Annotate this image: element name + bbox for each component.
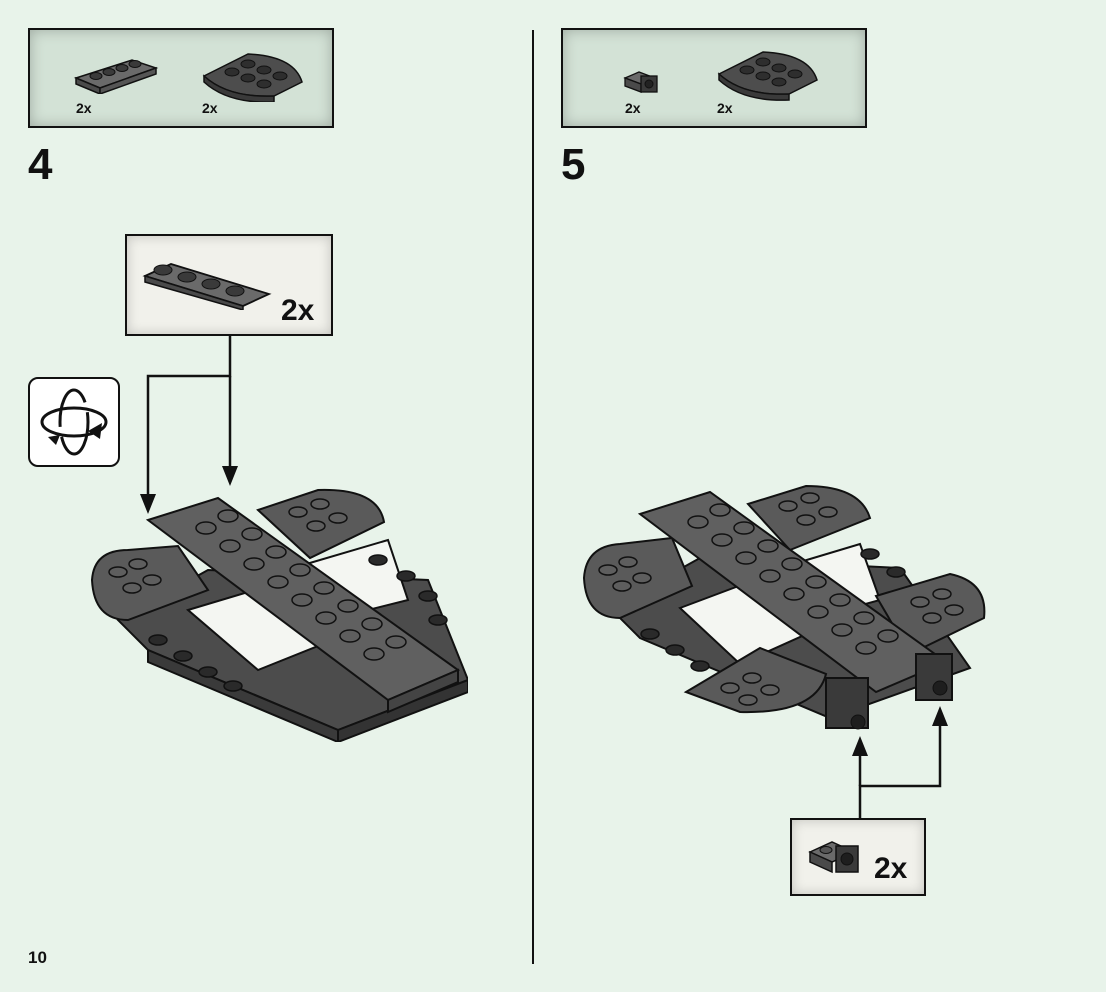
part-qty: 2x [717,100,733,116]
callout-qty: 2x [874,852,908,885]
step5-callout: 2x [790,818,926,896]
step4-model-illustration [90,488,468,742]
rotate-arrows-icon [40,388,108,456]
bracket-plate-icon [623,71,658,93]
round-corner-plate-icon [717,51,818,101]
step5-parts-list: 2x 2x [561,28,867,128]
step-number: 5 [561,140,586,189]
round-corner-plate-icon [202,53,303,102]
step-number: 4 [28,140,53,189]
page-number: 10 [28,948,47,967]
step5-model-illustration [582,484,986,730]
part-qty: 2x [202,100,218,116]
step5-placement-arrows [852,706,948,820]
part-qty: 2x [625,100,641,116]
part-qty: 2x [76,100,92,116]
plate-1x4-icon [73,59,159,94]
step-divider [532,30,534,964]
step4-callout: 2x [125,234,333,336]
rotate-model-icon [28,377,120,467]
step4-parts-list: 2x 2x [28,28,334,128]
callout-qty: 2x [281,294,315,327]
step4-placement-arrows [140,336,238,514]
plate-1x4-icon [142,263,272,310]
bracket-plate-icon [808,841,859,874]
